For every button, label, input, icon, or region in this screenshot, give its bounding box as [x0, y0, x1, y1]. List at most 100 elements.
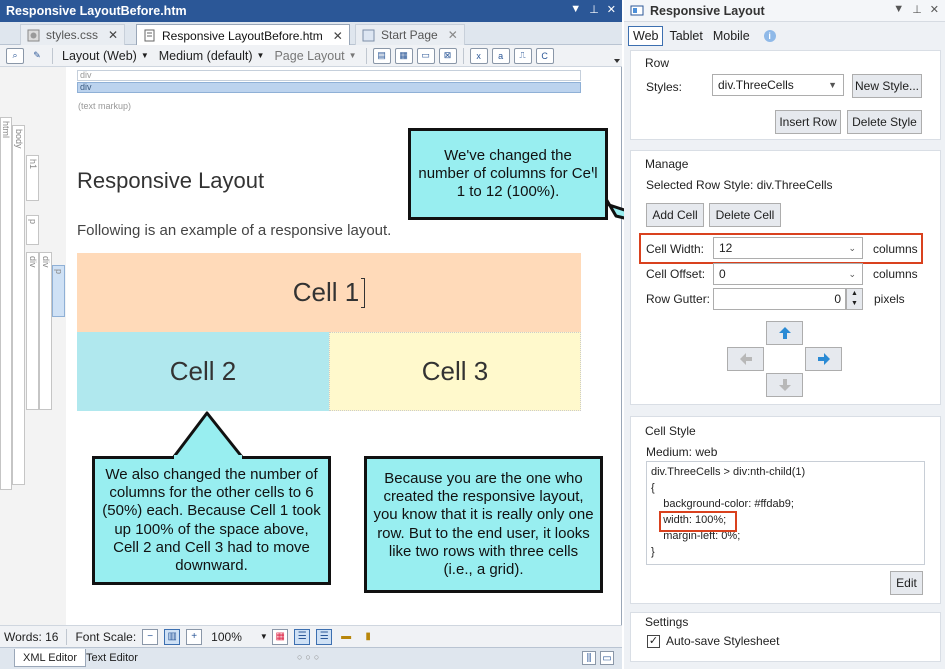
insert-row-button[interactable]: Insert Row — [775, 110, 841, 134]
ruler-vertical-icon[interactable]: ▮ — [365, 631, 371, 642]
medium-tabs: Web Tablet Mobile i — [628, 26, 776, 46]
cell-style-medium: Medium: web — [646, 445, 718, 459]
tab-label: styles.css — [46, 28, 99, 42]
styles-select[interactable]: div.ThreeCells▼ — [712, 74, 844, 96]
ruler-horizontal-icon[interactable]: ▬ — [341, 631, 352, 642]
row-gutter-unit: pixels — [874, 292, 905, 306]
tab-start-page[interactable]: Start Page ✕ — [355, 24, 465, 45]
dropdown-arrow-icon[interactable]: ▼ — [893, 3, 905, 15]
new-style-button[interactable]: New Style... — [852, 74, 922, 98]
css-file-icon — [27, 29, 40, 42]
close-icon[interactable]: ✕ — [332, 28, 343, 43]
tab-responsive-layout[interactable]: Responsive LayoutBefore.htm ✕ — [136, 24, 350, 46]
move-up-button[interactable] — [766, 321, 803, 345]
chevron-down-icon: ⌄ — [848, 242, 856, 253]
align-left-icon[interactable]: ☰ — [294, 628, 311, 645]
row-gutter-spinner[interactable]: ▲▼ — [846, 288, 863, 310]
font-decrease-button[interactable]: − — [142, 628, 159, 645]
text-markup-label: (text markup) — [78, 101, 132, 111]
pin-icon[interactable]: ⊥ — [912, 4, 922, 16]
arrow-down-icon — [778, 379, 791, 391]
move-left-button[interactable] — [727, 347, 764, 371]
code-line: margin-left: 0%; — [651, 530, 741, 542]
font-reset-button[interactable]: ▥ — [164, 628, 181, 645]
span-bar-div[interactable]: div — [77, 70, 581, 81]
cell-1[interactable]: Cell 1 — [77, 253, 581, 332]
cell-width-select[interactable]: 12⌄ — [713, 237, 863, 259]
cell-width-label: Cell Width: — [646, 242, 705, 256]
tab-mobile[interactable]: Mobile — [712, 29, 750, 43]
style-picker-icon[interactable]: ✎ — [33, 50, 41, 60]
structure-tag-div[interactable]: div — [39, 252, 52, 410]
cell-offset-select[interactable]: 0⌄ — [713, 263, 863, 285]
dropdown-arrow-icon[interactable]: ▼ — [570, 3, 582, 15]
align-right-icon[interactable]: ☰ — [316, 628, 333, 645]
toolbar-overflow-icon[interactable] — [612, 45, 622, 67]
cell-2[interactable]: Cell 2 — [77, 332, 329, 411]
edit-button[interactable]: Edit — [890, 571, 923, 595]
tab-xml-editor[interactable]: XML Editor — [14, 649, 87, 667]
close-icon[interactable]: ✕ — [929, 4, 939, 16]
show-tags-icon[interactable]: ▤ — [372, 47, 391, 64]
cell-width-unit: columns — [873, 242, 918, 256]
font-increase-button[interactable]: + — [186, 628, 203, 645]
html-file-icon — [143, 29, 156, 42]
structure-tag-p[interactable]: p — [26, 215, 39, 245]
callout-one-row: Because you are the one who created the … — [364, 456, 603, 593]
add-cell-button[interactable]: Add Cell — [646, 203, 704, 227]
chevron-down-icon: ▼ — [256, 51, 265, 60]
layout-icon[interactable]: ▦ — [272, 628, 289, 645]
markers-icon[interactable]: ⎍ — [513, 47, 532, 64]
status-bar: Words: 16 Font Scale: − ▥ + 100%▼ ▦ ☰ ☰ … — [0, 625, 622, 647]
preview-icon[interactable]: ⌕ — [6, 47, 24, 64]
tab-label: Start Page — [381, 28, 438, 42]
structure-tag-html[interactable]: html — [0, 117, 12, 490]
move-down-button[interactable] — [766, 373, 803, 397]
code-icon[interactable]: C — [535, 47, 554, 64]
medium-dropdown[interactable]: Medium (default)▼ — [158, 48, 265, 63]
responsive-layout-icon — [630, 4, 644, 18]
document-heading[interactable]: Responsive Layout — [77, 168, 265, 193]
page-layout-dropdown[interactable]: Page Layout▼ — [274, 48, 357, 63]
structure-tag-body[interactable]: body — [12, 125, 25, 485]
splitter-handle[interactable]: ○○○ — [297, 652, 323, 662]
structure-bar: html body h1 p div div p — [0, 67, 66, 625]
cell-3[interactable]: Cell 3 — [329, 332, 581, 411]
row-gutter-input[interactable]: 0 — [713, 288, 846, 310]
span-bar-div-selected[interactable]: div — [77, 82, 581, 93]
zoom-dropdown[interactable]: 100%▼ — [211, 629, 268, 644]
conditions-icon[interactable]: ⊠ — [438, 47, 457, 64]
chevron-down-icon: ▼ — [140, 51, 149, 60]
autosave-checkbox[interactable]: ✓ Auto-save Stylesheet — [647, 634, 779, 648]
tab-tablet[interactable]: Tablet — [669, 29, 703, 43]
text-format-icon[interactable]: a — [491, 47, 510, 64]
delete-cell-button[interactable]: Delete Cell — [709, 203, 781, 227]
close-icon[interactable]: ✕ — [447, 28, 458, 42]
tab-label: Responsive LayoutBefore.htm — [162, 28, 323, 43]
pin-icon[interactable]: ⊥ — [589, 4, 599, 16]
document-paragraph[interactable]: Following is an example of a responsive … — [77, 222, 392, 239]
tab-text-editor[interactable]: Text Editor — [86, 652, 138, 664]
editor-mode-tabs: XML Editor Text Editor ○○○ ⫼ ▭ — [0, 647, 622, 669]
layout-dropdown[interactable]: Layout (Web)▼ — [62, 48, 149, 63]
close-icon[interactable]: ✕ — [108, 28, 119, 42]
cell-width-highlight — [639, 233, 923, 264]
close-icon[interactable]: ✕ — [606, 4, 616, 16]
structure-tag-p-selected[interactable]: p — [52, 265, 65, 317]
row-gutter-label: Row Gutter: — [646, 292, 711, 306]
variable-icon[interactable]: x — [469, 47, 488, 64]
split-view-icon[interactable]: ⫼ — [582, 651, 596, 665]
structure-tag-div[interactable]: div — [26, 252, 39, 410]
info-icon[interactable]: i — [763, 30, 776, 42]
split-horizontal-icon[interactable]: ▭ — [600, 651, 614, 665]
delete-style-button[interactable]: Delete Style — [847, 110, 922, 134]
track-changes-icon[interactable]: ▦ — [394, 47, 413, 64]
move-right-button[interactable] — [805, 347, 842, 371]
tab-web[interactable]: Web — [628, 26, 664, 46]
structure-tag-h1[interactable]: h1 — [26, 155, 39, 201]
image-icon[interactable]: ▭ — [416, 47, 435, 64]
selected-row-style: Selected Row Style: div.ThreeCells — [646, 178, 833, 192]
code-line: width: 100%; — [651, 514, 727, 526]
start-page-icon — [362, 29, 375, 42]
tab-styles-css[interactable]: styles.css ✕ — [20, 24, 126, 45]
